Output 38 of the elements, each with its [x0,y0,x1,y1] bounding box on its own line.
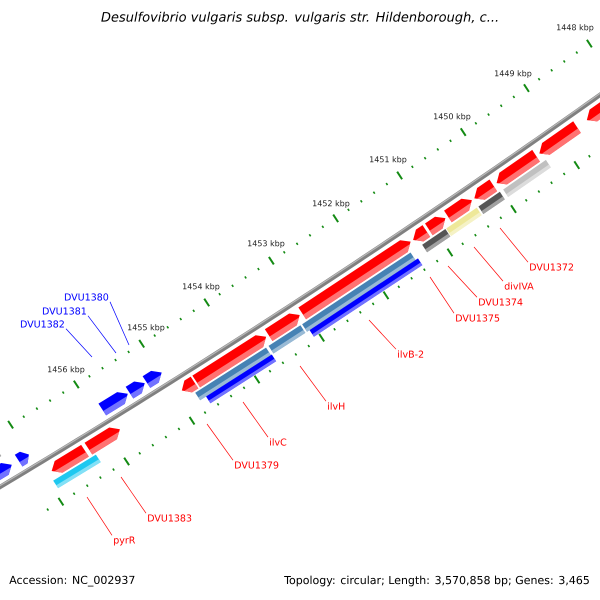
tick-label: 1456 kbp [48,366,84,374]
gene-label: DVU1372 [530,263,574,271]
leader-line [86,496,112,536]
gene-label: DVU1374 [479,298,522,306]
leader-line [242,402,268,438]
gene-label: divIVA [504,282,534,290]
footer-text: Accession: NC_002937 [9,576,134,586]
tick-label: 1452 kbp [313,200,350,208]
leader-line [500,228,528,263]
leader-line [66,328,92,358]
footer-text: Topology: circular; Length: 3,570,858 bp; Genes: 3,465 [284,576,589,586]
leader-line [206,424,234,461]
leader-line [448,266,478,298]
leader-line [430,276,454,314]
gene-label: DVU1380 [64,293,108,301]
tick-label: 1448 kbp [557,24,594,32]
gene-label: ilvC [270,438,286,446]
gene-label: DVU1379 [235,461,278,469]
tick-label: 1449 kbp [495,70,532,78]
gene-label: DVU1381 [42,307,86,315]
tick-label: 1454 kbp [183,283,220,291]
gene-label: DVU1383 [148,514,192,522]
leader-line [88,315,116,354]
leader-line [300,366,326,402]
gene-label: pyrR [114,536,136,546]
gene-label: DVU1382 [20,320,64,328]
gene-label: ilvB-2 [398,350,424,358]
gene-label: ilvH [328,402,344,410]
title: Desulfovibrio vulgaris subsp. vulgaris str. Hildenborough, c... [101,12,498,24]
tick-label: 1451 kbp [370,156,406,164]
leader-line [120,476,146,514]
tick-label: 1453 kbp [248,240,284,248]
tick-label: 1455 kbp [128,324,164,332]
gene-label: DVU1375 [456,314,500,322]
leader-line [474,246,504,282]
tick-label: 1450 kbp [434,113,470,121]
leader-line [368,320,396,350]
leader-line [110,301,130,346]
